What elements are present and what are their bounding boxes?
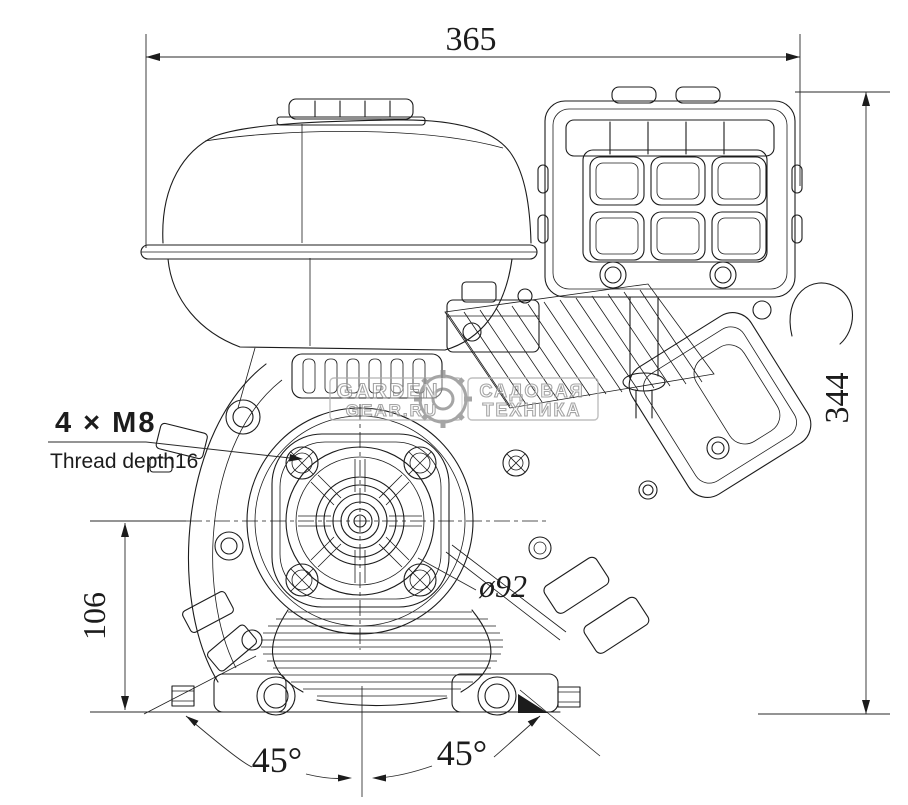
- left-foot: [213, 673, 287, 713]
- tank-upper-body: [162, 119, 532, 244]
- watermark-brand-line1: GARDEN: [336, 380, 439, 403]
- angle-right-value: 45°: [437, 733, 487, 773]
- dim-angles: 45° 45°: [185, 686, 541, 797]
- dim-left-height: 106: [76, 520, 200, 713]
- right-chamfer-face: [518, 694, 548, 713]
- watermark-brand-line2: GEAR.RU: [346, 401, 438, 420]
- cylinder-fins: [444, 283, 715, 409]
- dim-right-height-value: 344: [819, 373, 856, 424]
- head-shroud: [446, 281, 540, 353]
- left-chamfer-line: [143, 655, 257, 715]
- dimension-annotations: 365 344 106 4 × M8 Thread depth16: [48, 21, 890, 797]
- watermark-tagline-line1: САДОВАЯ: [479, 381, 584, 401]
- air-cleaner-grille: [582, 149, 768, 263]
- air-cleaner-body: [544, 100, 796, 298]
- dim-right-height: 344: [758, 91, 890, 715]
- flywheel-housing: [149, 347, 283, 683]
- lift-hook: [789, 282, 853, 345]
- recoil-shroud: [291, 353, 443, 399]
- shaft-diameter-value: ø92: [478, 568, 527, 604]
- engine-drawing: [140, 86, 853, 757]
- mount-holes-label: 4 × M8: [55, 407, 156, 439]
- dim-top-width-value: 365: [446, 21, 497, 58]
- gear-icon: [414, 370, 472, 428]
- right-foot: [451, 673, 559, 713]
- fuel-cap: [288, 98, 414, 120]
- callout-shaft-diameter: ø92: [417, 557, 527, 604]
- intake-tube: [622, 296, 666, 419]
- hub-spokes: [298, 459, 422, 583]
- dim-left-height-value: 106: [76, 592, 112, 640]
- dim-top-width: 365: [145, 21, 801, 248]
- cylinder-head-cover: [628, 282, 853, 500]
- air-cleaner: [537, 86, 803, 298]
- crankcase-face: [186, 404, 552, 650]
- tank-lower-body: [167, 258, 513, 351]
- lower-right-brackets: [445, 544, 650, 654]
- watermark-tagline-line2: ТЕХНИКА: [483, 400, 582, 420]
- angle-left-value: 45°: [252, 740, 302, 780]
- cooling-fins: [261, 609, 503, 707]
- mount-holes-note: Thread depth16: [50, 450, 198, 473]
- fuel-tank: [140, 98, 538, 351]
- watermark: GARDEN GEAR.RU САДОВАЯ ТЕХНИКА: [329, 370, 599, 428]
- callout-mount-holes: 4 × M8 Thread depth16: [48, 407, 303, 473]
- centerlines: [186, 404, 548, 650]
- mounting-base: [143, 655, 601, 757]
- right-chamfer-line: [519, 689, 601, 757]
- mount-bolt-holes: [285, 446, 437, 597]
